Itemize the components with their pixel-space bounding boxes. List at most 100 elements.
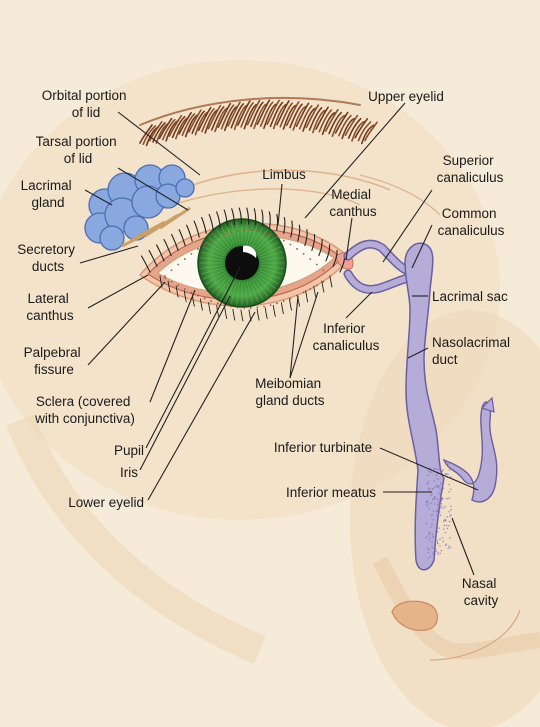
- eyelash: [246, 207, 250, 225]
- mucosa-dot: [435, 485, 438, 487]
- eyelash: [231, 208, 235, 226]
- mucosa-dot: [427, 481, 429, 483]
- nose-ridge-shade: [372, 556, 540, 660]
- meibomian-opening: [197, 294, 199, 297]
- label-tarsal-portion: Tarsal portion of lid: [36, 134, 121, 166]
- leader-inferior-canaliculus: [345, 291, 373, 319]
- upper-eyelashes: [140, 207, 346, 273]
- meibomian-opening: [197, 248, 199, 250]
- mucosa-dot: [429, 467, 431, 470]
- eyebrow-hair: [269, 101, 284, 128]
- iris-streak: [246, 281, 254, 304]
- mucosa-dot: [437, 486, 440, 489]
- meibomian-opening: [210, 239, 213, 242]
- eyebrow-hairs: [139, 99, 378, 147]
- mucosa-dot: [443, 519, 446, 521]
- iris-streak: [220, 279, 233, 300]
- eyelash: [276, 213, 279, 231]
- lacrimal-sac-and-nasolacrimal-duct: [404, 242, 445, 571]
- meibomian-opening: [216, 302, 219, 305]
- eyebrow-hair: [191, 110, 205, 135]
- mucosa-dot: [432, 536, 435, 539]
- eyelash: [325, 244, 331, 262]
- meibomian-opening: [190, 291, 193, 294]
- skin-shade-nose: [350, 310, 540, 727]
- mucosa-dot: [426, 503, 428, 506]
- meibomian-opening: [269, 304, 272, 307]
- eyebrow-hair: [243, 103, 258, 130]
- mucosa-dot: [437, 501, 440, 504]
- eyebrow-hair: [328, 111, 342, 135]
- eyelash: [186, 224, 193, 242]
- eyebrow-hair: [285, 101, 300, 127]
- label-superior-canaliculus: Superior canaliculus: [437, 153, 504, 185]
- pupil-highlight: [243, 245, 257, 258]
- meibomian-opening: [289, 243, 292, 246]
- eyelash: [290, 220, 293, 238]
- meibomian-opening: [183, 288, 186, 290]
- eyebrow-hair: [282, 104, 297, 130]
- mucosa-dot: [438, 527, 440, 529]
- mucosa-dot: [433, 547, 435, 550]
- mucosa-dot: [431, 541, 433, 544]
- mucosa-dot: [428, 490, 430, 492]
- eyebrow-hair: [194, 111, 209, 136]
- eyebrow-hair: [302, 107, 316, 132]
- eyelash: [256, 308, 260, 321]
- eyebrow-hair: [181, 113, 196, 137]
- eyelash: [171, 233, 179, 252]
- labels: Orbital portion of lid Tarsal portion of…: [17, 88, 510, 608]
- iris-streak: [201, 251, 224, 259]
- iris-streak: [208, 237, 228, 252]
- iris-streak: [208, 274, 228, 289]
- mucosa-dot: [431, 523, 433, 525]
- mucosa-dot: [426, 535, 429, 537]
- eyelash: [289, 298, 292, 311]
- mucosa-dot: [429, 537, 431, 539]
- mucosa-dot: [429, 556, 432, 558]
- meibomian-opening: [263, 305, 265, 308]
- mucosa-dot: [434, 486, 436, 488]
- label-limbus: Limbus: [262, 167, 306, 182]
- mucosa-dot: [450, 505, 452, 508]
- label-lateral-canthus: Lateral canthus: [26, 291, 74, 323]
- iris-streak: [246, 222, 254, 245]
- iris-streak: [260, 251, 283, 259]
- mucosa-dot: [432, 535, 434, 537]
- iris-streaks: [200, 221, 284, 305]
- lacrimal-drainage: [343, 239, 498, 571]
- leader-lacrimal-gland: [84, 189, 113, 206]
- nose-outline: [429, 609, 521, 661]
- eyebrow-hair: [305, 104, 320, 129]
- iris-streak: [248, 224, 259, 246]
- iris-streak: [201, 267, 224, 275]
- meibomian-opening: [302, 291, 305, 294]
- eyelash: [321, 280, 325, 293]
- mucosa-dot: [428, 548, 430, 551]
- eyebrow-hair: [158, 117, 173, 140]
- mucosa-dot: [436, 540, 439, 542]
- mucosa-dot: [439, 493, 441, 495]
- mucosa-dot: [428, 539, 430, 541]
- meibomian-opening: [164, 277, 166, 279]
- leader-medial-canthus: [345, 217, 353, 261]
- inferior-canaliculus: [345, 271, 411, 293]
- mucosa-dot: [443, 528, 445, 530]
- iris-streak: [256, 274, 276, 289]
- mucosa-dot: [439, 514, 442, 516]
- mucosa-dot: [444, 531, 447, 534]
- meibomian-opening: [309, 288, 312, 290]
- mucosa-dot: [448, 520, 451, 523]
- eyelash: [280, 302, 284, 315]
- eyebrow-hair: [171, 115, 186, 139]
- meibomian-opening: [177, 263, 180, 266]
- mucosa-dot: [439, 538, 441, 540]
- eyelash: [148, 249, 158, 267]
- eyebrow-hair: [295, 102, 310, 128]
- mucosa-dot: [437, 551, 439, 553]
- mucosa-dot: [425, 501, 427, 504]
- meibomian-opening: [249, 307, 252, 309]
- eyebrow-hair: [321, 112, 336, 136]
- iris-streak: [236, 221, 240, 245]
